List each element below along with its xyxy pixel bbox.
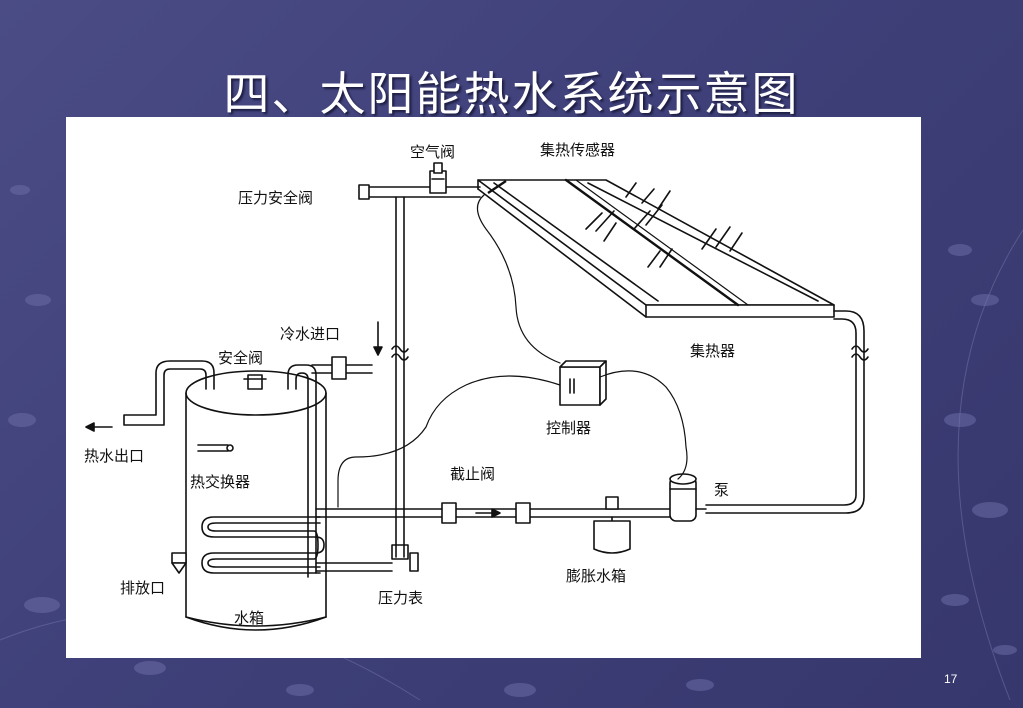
label-drain-outlet: 排放口 xyxy=(120,579,166,597)
label-cold-water-inlet: 冷水进口 xyxy=(280,325,341,343)
label-controller: 控制器 xyxy=(546,419,592,437)
solar-water-heater-diagram xyxy=(85,162,869,631)
label-safety-valve: 安全阀 xyxy=(218,349,264,367)
collector-panel xyxy=(477,178,835,318)
label-pump: 泵 xyxy=(714,481,730,499)
vertical-supply-pipe xyxy=(391,196,419,572)
controller-shape xyxy=(559,360,607,406)
label-pressure-safety-valve: 压力安全阀 xyxy=(238,189,314,207)
cold-inlet-arrow xyxy=(373,321,383,356)
label-hot-water-outlet: 热水出口 xyxy=(84,447,145,465)
top-pipe xyxy=(358,162,481,200)
sensor-wires xyxy=(337,194,688,508)
page-number: 17 xyxy=(944,672,958,686)
return-pipe xyxy=(705,310,869,514)
lower-pipe xyxy=(315,562,393,572)
label-stop-valve: 截止阀 xyxy=(450,465,496,483)
bottom-pipe xyxy=(315,496,671,554)
pump-shape xyxy=(669,473,707,522)
diagram-panel: 空气阀 集热传感器 压力安全阀 冷水进口 安全阀 集热器 热水出口 热交换器 控… xyxy=(66,117,921,658)
hot-outlet-arrow xyxy=(85,422,113,432)
label-expansion-tank: 膨胀水箱 xyxy=(566,567,627,585)
label-collector: 集热器 xyxy=(690,342,736,360)
label-pressure-gauge: 压力表 xyxy=(378,589,424,607)
tank-shape xyxy=(123,356,373,631)
label-air-valve: 空气阀 xyxy=(410,143,456,161)
label-collector-sensor: 集热传感器 xyxy=(540,141,616,159)
label-heat-exchanger: 热交换器 xyxy=(190,473,251,491)
slide-title: 四、太阳能热水系统示意图 xyxy=(223,67,800,121)
label-water-tank: 水箱 xyxy=(234,609,265,627)
